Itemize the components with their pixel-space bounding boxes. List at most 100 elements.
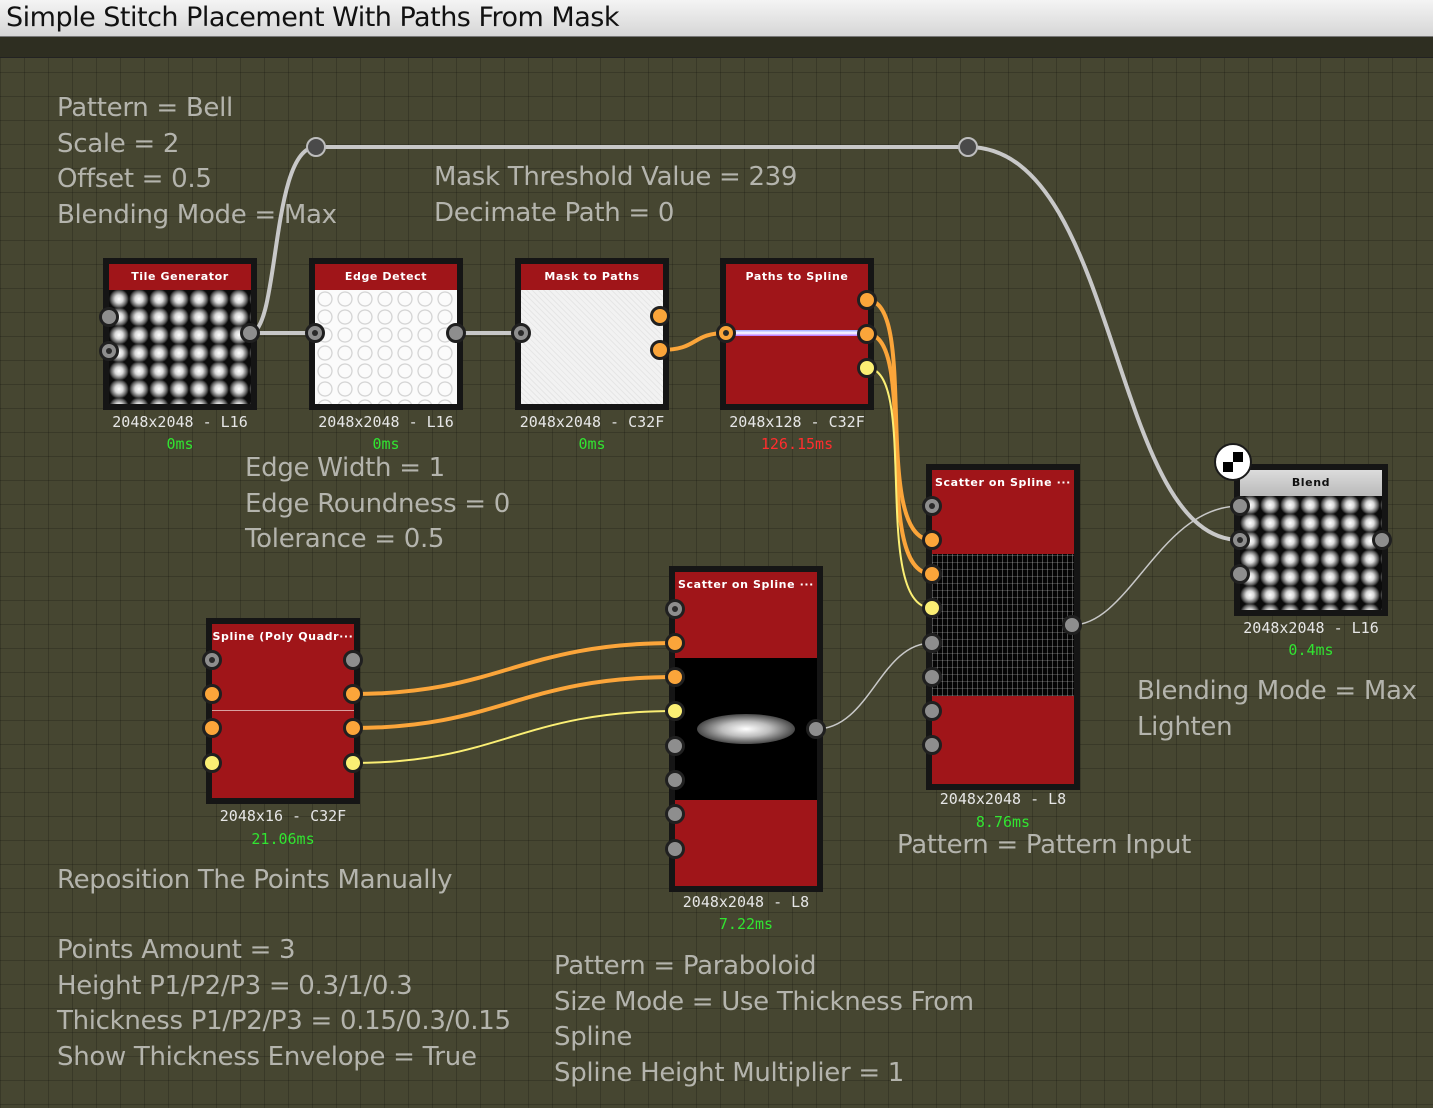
input-port[interactable] [305, 323, 325, 343]
node-edge-detect[interactable]: Edge Detect [309, 258, 463, 410]
output-port[interactable] [343, 650, 363, 670]
node-thumbnail [932, 496, 1074, 784]
wire-reroute-knob-left[interactable] [306, 137, 326, 157]
node-info: 2048x16 - C32F [219, 807, 347, 825]
node-title: Scatter on Spline ··· [675, 572, 817, 598]
output-port[interactable] [343, 753, 363, 773]
output-port[interactable] [446, 323, 466, 343]
node-blend[interactable]: Blend [1234, 464, 1388, 616]
input-port[interactable] [922, 496, 942, 516]
output-port[interactable] [240, 323, 260, 343]
wire-tile-to-blend [248, 145, 1242, 542]
output-port[interactable] [650, 340, 670, 360]
node-title: Blend [1240, 470, 1382, 496]
output-port[interactable] [1372, 530, 1392, 550]
comment-mask-to-paths: Mask Threshold Value = 239 Decimate Path… [434, 162, 798, 228]
comment-reposition: Reposition The Points Manually [57, 865, 453, 895]
output-port[interactable] [857, 324, 877, 344]
node-info: 2048x2048 - L8 [939, 790, 1067, 808]
input-port[interactable] [99, 341, 119, 361]
node-info: 2048x2048 - L16 [112, 413, 248, 431]
input-port[interactable] [716, 323, 736, 343]
wire-scatter-to-blend [1071, 505, 1241, 626]
input-port[interactable] [1230, 530, 1250, 550]
input-port[interactable] [665, 839, 685, 859]
node-scatter-on-spline-paraboloid[interactable]: Scatter on Spline ··· [669, 566, 823, 892]
comment-spline-poly: Points Amount = 3 Height P1/P2/P3 = 0.3/… [57, 935, 511, 1072]
input-port[interactable] [665, 667, 685, 687]
node-thumbnail [315, 290, 457, 404]
comment-scatter-paraboloid: Pattern = Paraboloid Size Mode = Use Thi… [554, 951, 974, 1088]
node-thumbnail [212, 650, 354, 798]
output-port[interactable] [343, 718, 363, 738]
wire-poly-c-to-para [352, 710, 676, 764]
input-port[interactable] [202, 684, 222, 704]
node-info: 2048x128 - C32F [729, 413, 865, 431]
node-paths-to-spline[interactable]: Paths to Spline [720, 258, 874, 410]
node-title: Tile Generator [109, 264, 251, 290]
comment-scatter-main: Pattern = Pattern Input [897, 830, 1192, 860]
node-tile-generator[interactable]: Tile Generator [103, 258, 257, 410]
node-time: 0ms [578, 435, 606, 453]
node-time: 0ms [372, 435, 400, 453]
input-port[interactable] [665, 701, 685, 721]
input-port[interactable] [202, 650, 222, 670]
node-thumbnail [109, 290, 251, 404]
output-port[interactable] [857, 358, 877, 378]
input-port[interactable] [1230, 496, 1250, 516]
node-mask-to-paths[interactable]: Mask to Paths [515, 258, 669, 410]
input-port[interactable] [922, 564, 942, 584]
input-port[interactable] [665, 736, 685, 756]
input-port[interactable] [665, 770, 685, 790]
node-title: Mask to Paths [521, 264, 663, 290]
node-thumbnail [521, 290, 663, 404]
input-port[interactable] [922, 667, 942, 687]
graph-toolbar-strip [0, 37, 1433, 58]
node-time: 0ms [166, 435, 194, 453]
input-port[interactable] [922, 701, 942, 721]
output-port[interactable] [650, 306, 670, 326]
output-port[interactable] [806, 719, 826, 739]
node-time: 7.22ms [718, 915, 774, 933]
input-port[interactable] [922, 633, 942, 653]
input-port[interactable] [511, 323, 531, 343]
node-spline-poly-quadratic[interactable]: Spline (Poly Quadr··· [206, 618, 360, 804]
comment-edge-detect: Edge Width = 1 Edge Roundness = 0 Tolera… [245, 453, 510, 554]
input-port[interactable] [202, 718, 222, 738]
wire-reroute-knob-right[interactable] [958, 137, 978, 157]
comment-tile-generator: Pattern = Bell Scale = 2 Offset = 0.5 Bl… [57, 93, 337, 230]
comment-blend: Blending Mode = Max Lighten [1137, 676, 1417, 742]
input-port[interactable] [922, 530, 942, 550]
node-time: 126.15ms [760, 435, 834, 453]
node-time: 8.76ms [975, 813, 1031, 831]
node-info: 2048x2048 - L16 [318, 413, 454, 431]
wire-poly-a-to-para [351, 641, 677, 696]
graph-title: Simple Stitch Placement With Paths From … [6, 2, 619, 33]
input-port[interactable] [665, 599, 685, 619]
wire-poly-b-to-para [351, 675, 677, 730]
blend-mode-icon[interactable] [1214, 443, 1252, 481]
node-thumbnail [675, 598, 817, 886]
window-title-bar: Simple Stitch Placement With Paths From … [0, 0, 1433, 37]
node-time: 21.06ms [251, 830, 315, 848]
input-port[interactable] [99, 307, 119, 327]
input-port[interactable] [665, 804, 685, 824]
input-port[interactable] [922, 598, 942, 618]
node-title: Paths to Spline [726, 264, 868, 290]
node-scatter-on-spline-main[interactable]: Scatter on Spline ··· [926, 464, 1080, 790]
node-info: 2048x2048 - L16 [1243, 619, 1379, 637]
output-port[interactable] [1062, 615, 1082, 635]
node-thumbnail [1240, 496, 1382, 610]
input-port[interactable] [665, 633, 685, 653]
node-info: 2048x2048 - C32F [519, 413, 665, 431]
input-port[interactable] [922, 735, 942, 755]
node-thumbnail [726, 290, 868, 404]
input-port[interactable] [1230, 564, 1250, 584]
input-port[interactable] [202, 753, 222, 773]
node-title: Spline (Poly Quadr··· [212, 624, 354, 650]
output-port[interactable] [343, 684, 363, 704]
node-title: Scatter on Spline ··· [932, 470, 1074, 496]
output-port[interactable] [857, 290, 877, 310]
wire-para-to-scatter [815, 642, 933, 730]
node-time: 0.4ms [1288, 641, 1334, 659]
